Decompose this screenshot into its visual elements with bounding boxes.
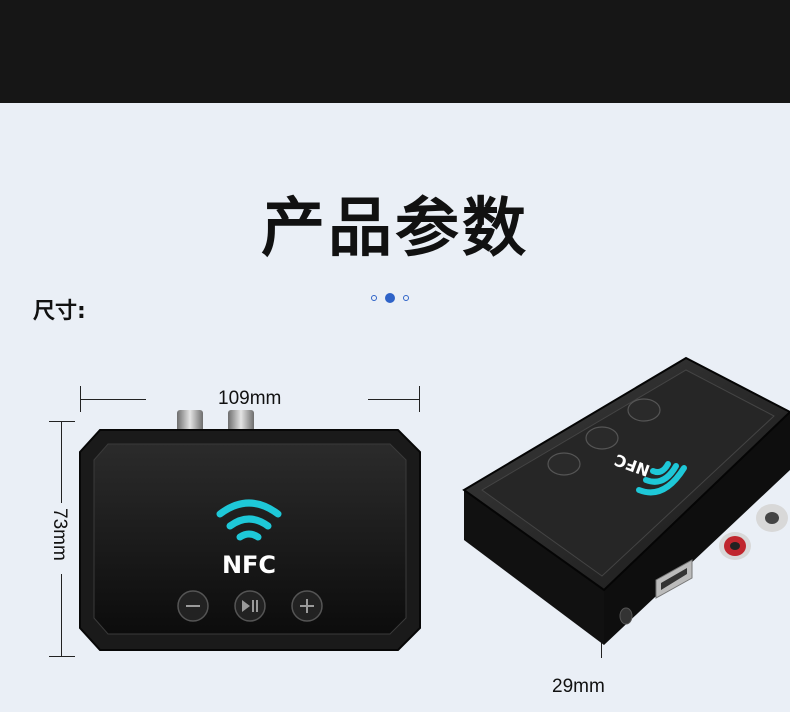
iso-play-pause-button[interactable] bbox=[585, 426, 619, 450]
dimension-depth: 29mm bbox=[552, 676, 605, 697]
iso-rca-jack-white bbox=[756, 504, 788, 532]
dimension-width: 109mm bbox=[218, 388, 282, 409]
iso-nfc-wave-icon bbox=[636, 461, 687, 496]
iso-side-left bbox=[464, 490, 604, 645]
minus-button[interactable] bbox=[177, 590, 209, 622]
rca-jack-left bbox=[177, 410, 203, 434]
iso-side-right bbox=[604, 412, 790, 645]
dimension-height: 73mm bbox=[49, 508, 70, 561]
device-face bbox=[93, 443, 407, 635]
plus-icon bbox=[300, 599, 314, 613]
height-line-bottom bbox=[61, 574, 62, 656]
height-tick-bottom bbox=[49, 656, 75, 657]
pagination-dot-1[interactable] bbox=[371, 295, 377, 301]
iso-dc-port bbox=[619, 607, 633, 625]
iso-minus-button[interactable] bbox=[627, 398, 661, 422]
top-banner bbox=[0, 0, 790, 103]
section-label-size: 尺寸: bbox=[33, 299, 86, 324]
width-line-right bbox=[368, 399, 419, 400]
iso-top-panel bbox=[481, 369, 775, 577]
width-tick-right bbox=[419, 386, 420, 412]
minus-icon bbox=[186, 605, 200, 607]
nfc-label: NFC bbox=[222, 551, 276, 579]
play-pause-icon bbox=[242, 600, 258, 612]
device-front-view: NFC bbox=[79, 410, 421, 651]
pagination-dots bbox=[371, 292, 409, 304]
nfc-wave-icon bbox=[216, 499, 282, 541]
plus-button[interactable] bbox=[291, 590, 323, 622]
rca-jack-right bbox=[228, 410, 254, 434]
play-pause-button[interactable] bbox=[234, 590, 266, 622]
pagination-dot-2[interactable] bbox=[385, 293, 395, 303]
height-tick-top bbox=[49, 421, 75, 422]
width-line-left bbox=[80, 399, 146, 400]
iso-plus-button[interactable] bbox=[547, 452, 581, 476]
width-tick-left bbox=[80, 386, 81, 412]
height-line-top bbox=[61, 421, 62, 503]
page-title: 产品参数 bbox=[261, 192, 529, 266]
device-isometric-view: NFC bbox=[462, 356, 790, 645]
iso-rca-jack-red bbox=[719, 532, 751, 560]
pagination-dot-3[interactable] bbox=[403, 295, 409, 301]
iso-usb-port bbox=[655, 559, 693, 599]
